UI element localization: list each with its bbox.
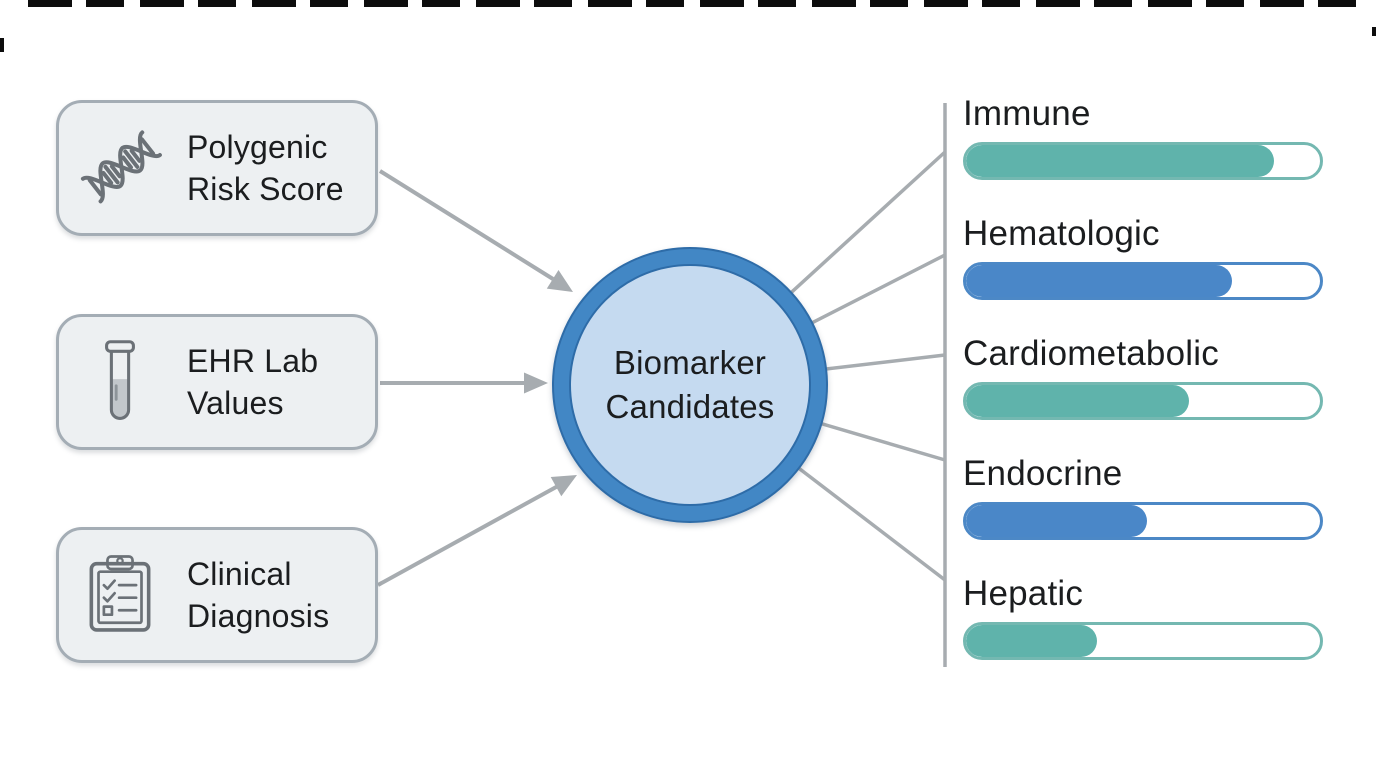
source-box-clinical-diagnosis: Clinical Diagnosis (56, 527, 378, 663)
category-label: Hepatic (963, 574, 1084, 613)
progress-bar-fill (966, 625, 1097, 657)
progress-bar-track (963, 262, 1323, 300)
hub-node-biomarker-candidates: Biomarker Candidates (552, 247, 828, 523)
edge-artifact-right (1372, 27, 1376, 36)
category-label: Endocrine (963, 454, 1123, 493)
category-label: Immune (963, 94, 1091, 133)
progress-bar-fill (966, 265, 1232, 297)
progress-bar-track (963, 382, 1323, 420)
progress-bar-fill (966, 145, 1274, 177)
progress-bar-fill (966, 505, 1147, 537)
category-row-cardiometabolic: Cardiometabolic (963, 334, 1323, 420)
arrow-line-clinical (377, 484, 559, 587)
clipboard-checklist-icon (77, 543, 163, 647)
hub-node-inner-disc: Biomarker Candidates (569, 264, 811, 506)
arrow-head-ehr (524, 372, 548, 394)
edge-artifact-left (0, 38, 4, 52)
source-box-ehr-lab-values: EHR Lab Values (56, 314, 378, 450)
test-tube-icon (77, 330, 163, 434)
category-row-immune: Immune (963, 94, 1323, 180)
progress-bar-track (963, 502, 1323, 540)
progress-bar-track (963, 622, 1323, 660)
progress-bar-fill (966, 385, 1190, 417)
dna-icon (77, 116, 163, 220)
category-row-hepatic: Hepatic (963, 574, 1323, 660)
category-row-hematologic: Hematologic (963, 214, 1323, 300)
arrow-head-polygenic (546, 270, 573, 292)
arrow-head-clinical (550, 475, 577, 497)
category-label: Hematologic (963, 214, 1160, 253)
category-row-endocrine: Endocrine (963, 454, 1323, 540)
progress-bar-track (963, 142, 1323, 180)
hub-label: Biomarker Candidates (605, 344, 775, 425)
cropped-text-artifact (28, 0, 1368, 7)
source-box-label: Clinical Diagnosis (187, 556, 330, 634)
source-box-polygenic-risk-score: Polygenic Risk Score (56, 100, 378, 236)
category-label: Cardiometabolic (963, 334, 1219, 373)
source-box-label: Polygenic Risk Score (187, 129, 344, 207)
arrow-line-polygenic (378, 169, 555, 281)
source-box-label: EHR Lab Values (187, 343, 319, 421)
